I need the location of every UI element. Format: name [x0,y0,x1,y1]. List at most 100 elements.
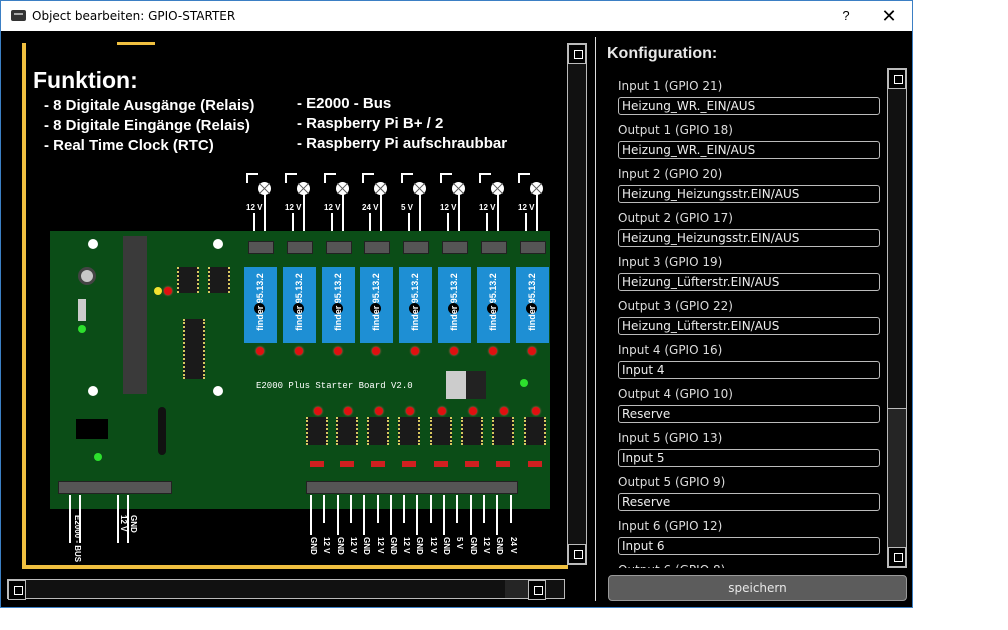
ground-symbol [246,173,258,183]
field-label: Output 5 (GPIO 9) [618,475,726,489]
led-red [450,347,458,355]
field-label: Input 2 (GPIO 20) [618,167,723,181]
led-red [372,347,380,355]
field-input[interactable] [618,273,880,291]
save-button[interactable]: speichern [608,575,907,601]
scroll-left-button[interactable] [8,580,26,600]
wire [363,495,366,535]
optocoupler [367,417,389,445]
scroll-thumb[interactable] [888,408,906,548]
help-button[interactable]: ? [842,8,850,23]
panel-divider [595,37,596,601]
dialog-window: Object bearbeiten: GPIO-STARTER ? ✕ Funk… [0,0,913,608]
wire-label: GND [468,537,478,555]
ic-chip [208,267,230,293]
frame-line [117,42,155,45]
app-icon [11,10,26,21]
lamp-icon [336,182,349,195]
wire [497,189,499,247]
wire [264,189,266,247]
wire-label: 12 V [428,537,438,554]
ground-symbol [440,173,452,183]
preview-vertical-scrollbar[interactable] [567,43,587,565]
voltage-label: 12 V [440,203,457,212]
field-input[interactable] [618,361,880,379]
close-button[interactable]: ✕ [881,6,897,26]
wire [469,495,472,535]
resistor [465,461,479,467]
preview-horizontal-scrollbar[interactable] [7,579,565,600]
board-preview: Funktion: - 8 Digitale Ausgänge (Relais)… [6,37,587,605]
wire-label: 12 V [481,537,491,554]
scroll-right-button[interactable] [528,580,546,600]
frame-line [22,43,26,565]
scroll-up-button[interactable] [568,44,586,64]
led-red [438,407,446,415]
field-input[interactable] [618,185,880,203]
field-input[interactable] [618,229,880,247]
resistor [310,461,324,467]
wire-label: 24 V [508,537,518,554]
relay-coil [448,303,459,314]
frame-line [22,565,568,569]
function-item: - 8 Digitale Eingänge (Relais) [44,117,250,134]
optocoupler [398,417,420,445]
resistor [528,461,542,467]
wire [389,495,392,535]
field-input[interactable] [618,405,880,423]
bus-terminal [58,481,172,494]
relay-coil [293,303,304,314]
relay-label: finder 95.13.2 [488,273,498,331]
wire [429,495,432,523]
wire [419,189,421,247]
wire [536,189,538,247]
voltage-label: 12 V [285,203,302,212]
field-input[interactable] [618,141,880,159]
resistor [371,461,385,467]
voltage-label: 5 V [401,203,414,212]
field-label: Input 3 (GPIO 19) [618,255,723,269]
wire [310,495,312,535]
optocoupler [430,417,452,445]
relay: finder 95.13.2 [322,267,355,343]
scroll-up-button[interactable] [888,69,906,89]
field-input[interactable] [618,493,880,511]
output-terminal [520,241,546,254]
optocoupler [524,417,546,445]
led-red [344,407,352,415]
field-input[interactable] [618,449,880,467]
relay-label: finder 95.13.2 [371,273,381,331]
title-bar: Object bearbeiten: GPIO-STARTER ? ✕ [1,1,912,31]
scroll-down-button[interactable] [568,544,586,564]
lamp-icon [452,182,465,195]
wire-label: GND [415,537,425,555]
field-input[interactable] [618,97,880,115]
led-red [314,407,322,415]
output-terminal [326,241,352,254]
mount-hole [88,386,98,396]
led-red [411,347,419,355]
relay-label: finder 95.13.2 [255,273,265,331]
led-red [295,347,303,355]
relay-coil [487,303,498,314]
scroll-down-button[interactable] [888,547,906,567]
function-item: - Raspberry Pi B+ / 2 [297,115,444,132]
relay: finder 95.13.2 [360,267,393,343]
field-input[interactable] [618,317,880,335]
scroll-thumb[interactable] [505,580,529,598]
wire [69,495,71,543]
wire-label: GND [388,537,398,555]
config-scrollbar[interactable] [887,68,907,568]
voltage-label: 24 V [362,203,379,212]
ic-chip [177,267,199,293]
field-input[interactable] [618,537,880,555]
wire [482,495,485,523]
gpio-header [123,236,147,394]
wire [117,495,119,543]
output-terminal [481,241,507,254]
field-label: Input 1 (GPIO 21) [618,79,723,93]
wire [443,495,445,535]
mount-hole [213,386,223,396]
resistor [496,461,510,467]
wire [403,495,406,523]
